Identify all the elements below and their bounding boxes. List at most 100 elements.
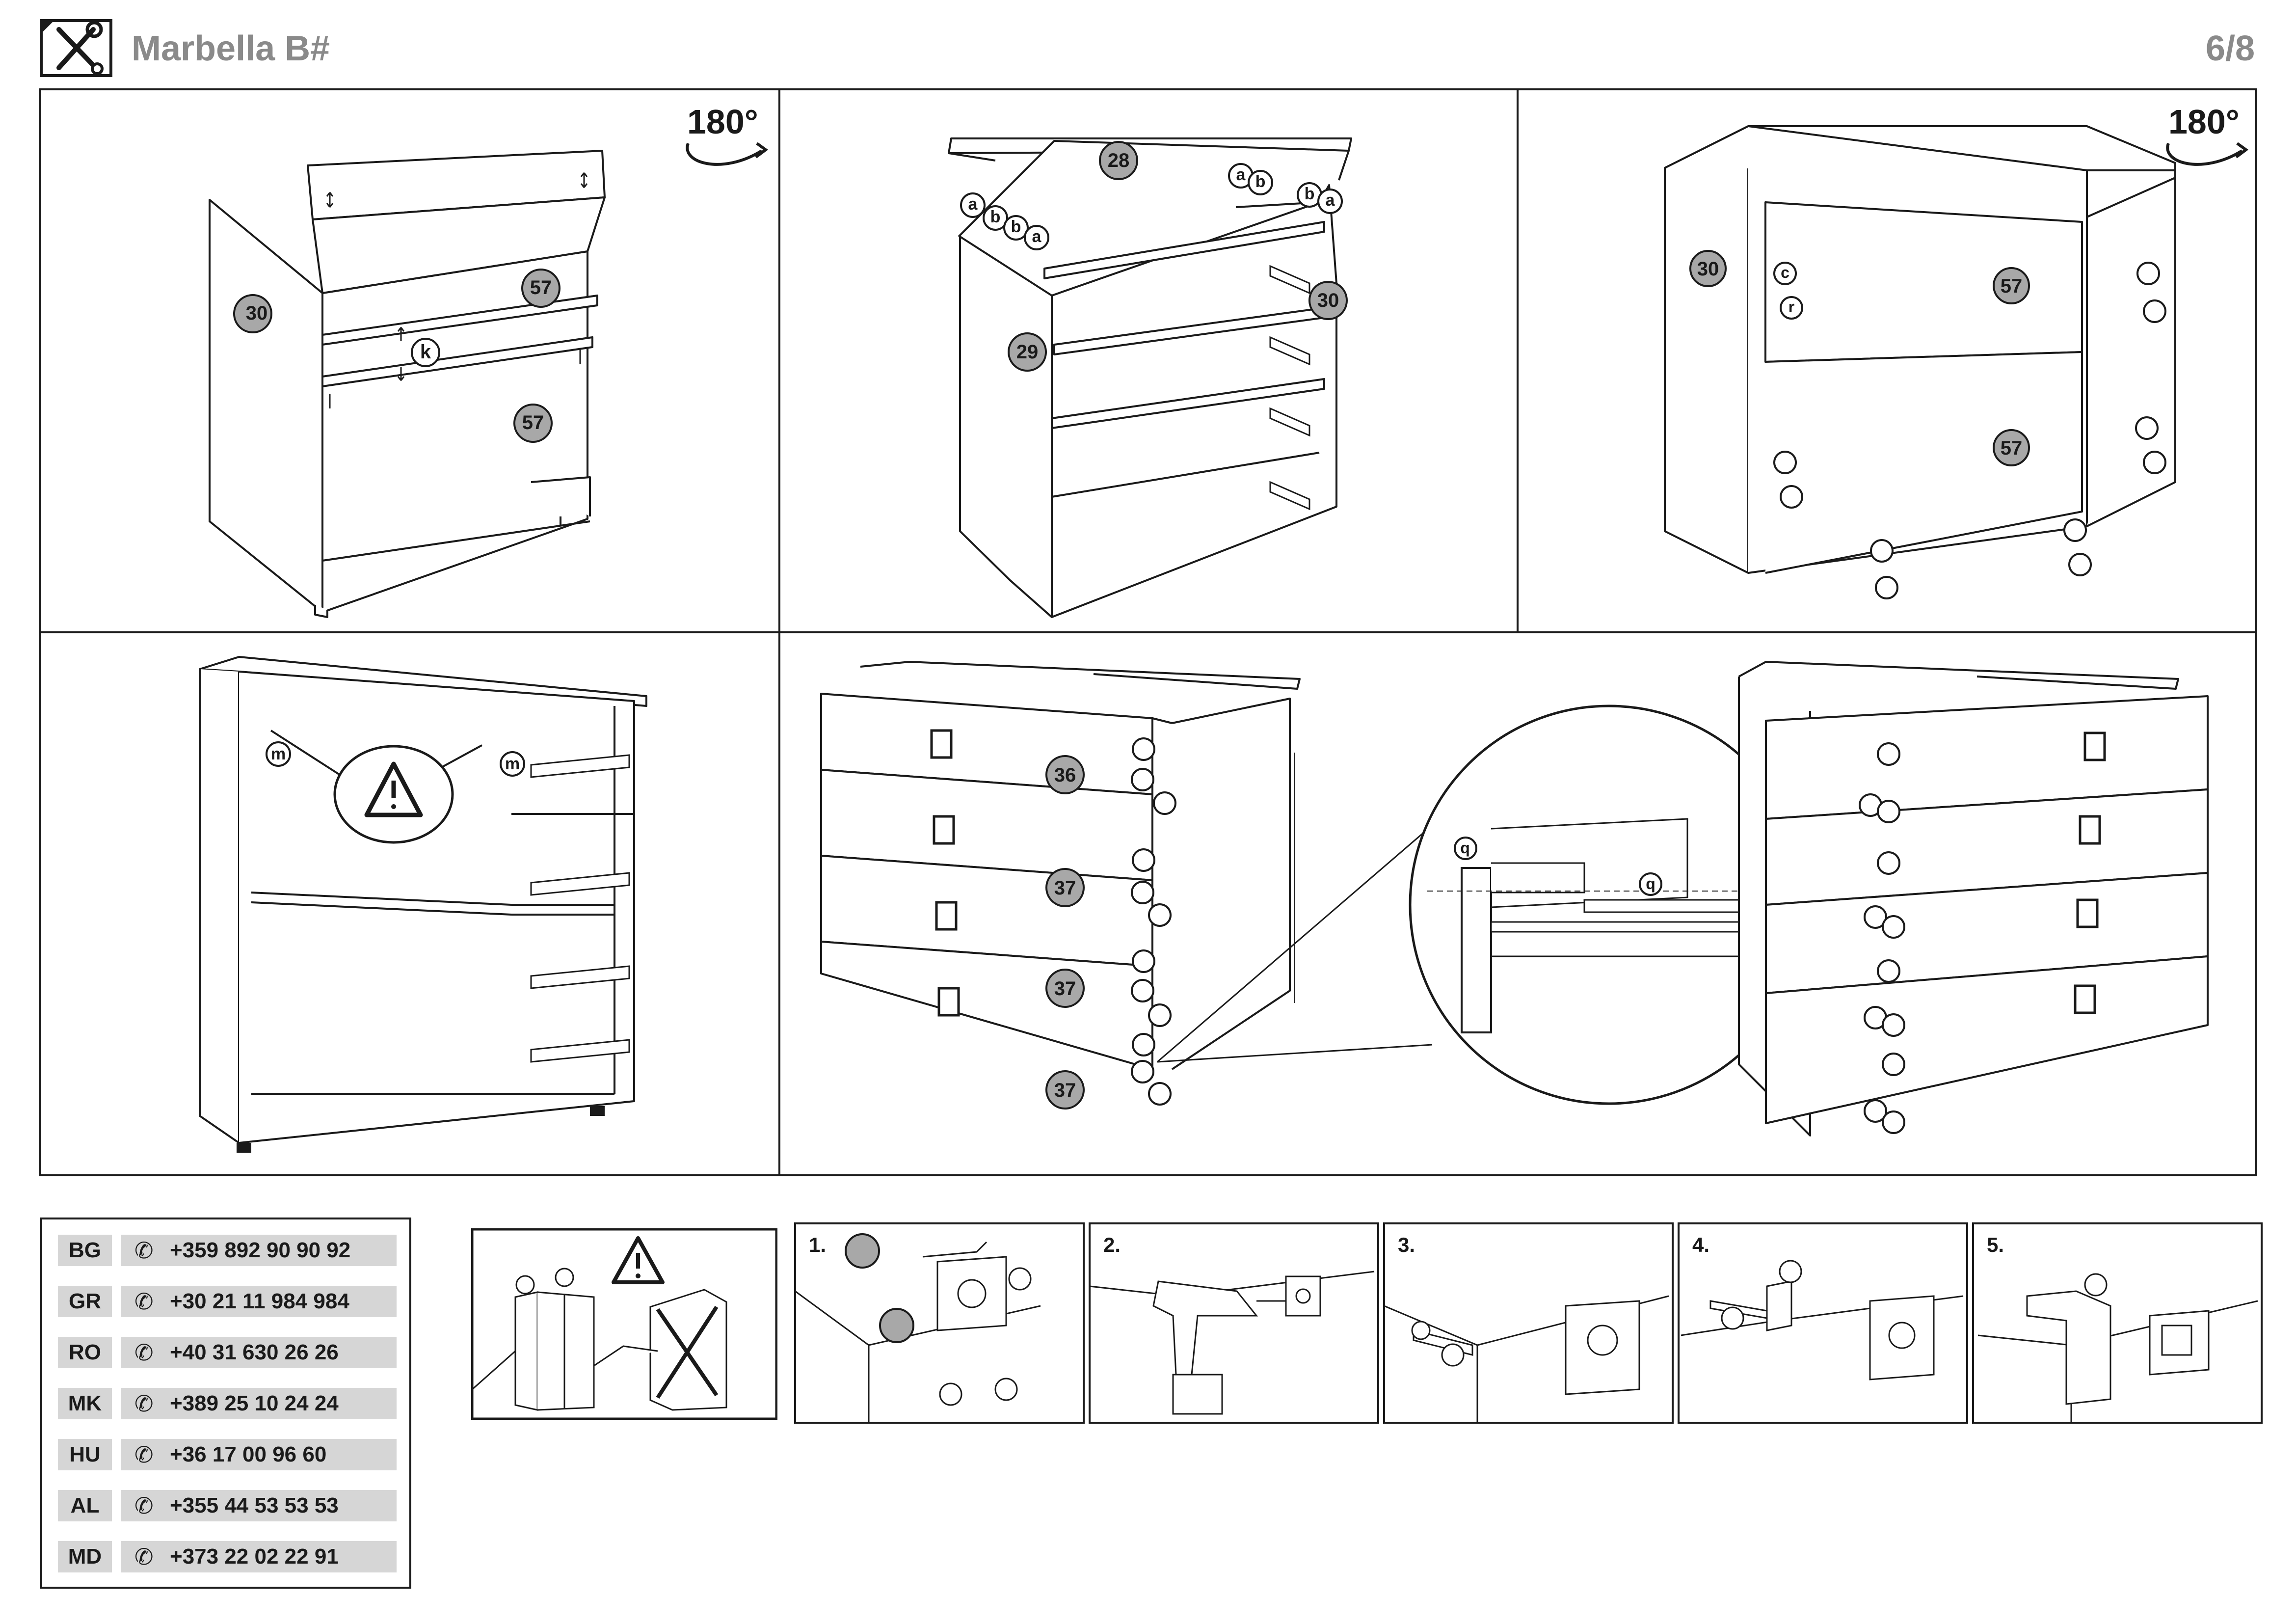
drawer-handle-icon (2074, 731, 2106, 1014)
page-number: 6/8 (2205, 29, 2255, 68)
contact-row: MD ✆ +373 22 02 22 91 (58, 1541, 397, 1572)
hardware-label-q: q (1646, 875, 1655, 893)
rotation-label: 180° (687, 103, 758, 141)
hardware-label-a: a (1325, 191, 1335, 210)
hardware-label-a: a (1032, 227, 1041, 246)
hardware-label-k: k (420, 341, 431, 363)
document-title: Marbella B# (132, 29, 330, 68)
warning-icon (612, 1236, 665, 1284)
rotation-label: 180° (2168, 103, 2240, 141)
hardware-label-r: r (1788, 298, 1795, 316)
phone-icon: ✆ (134, 1237, 154, 1264)
hardware-label-b: b (990, 208, 1001, 226)
hardware-callouts (266, 741, 525, 777)
part-callouts (1689, 250, 2030, 466)
hardware-label-q: q (1460, 839, 1470, 857)
phone-number: +30 21 11 984 984 (170, 1289, 349, 1313)
step-number: 2. (1103, 1233, 1121, 1256)
hardware-label-a: a (1236, 165, 1246, 184)
warning-bubble (270, 730, 482, 844)
part-label-57: 57 (2000, 275, 2023, 297)
phone-number: +389 25 10 24 24 (170, 1391, 339, 1415)
phone-number: +373 22 02 22 91 (170, 1544, 339, 1569)
step-callout-label: m (1786, 1263, 1801, 1280)
phone-number: +355 44 53 53 53 (170, 1493, 339, 1517)
phone-icon: ✆ (134, 1339, 154, 1366)
country-code: AL (58, 1490, 112, 1521)
panel-3-diagram (1664, 125, 2249, 599)
hardware-label-b: b (1255, 172, 1266, 191)
contact-row: GR ✆ +30 21 11 984 984 (58, 1286, 397, 1317)
contact-row: HU ✆ +36 17 00 96 60 (58, 1439, 397, 1470)
hardware-label-m: m (270, 745, 286, 763)
part-callouts (1008, 141, 1348, 372)
panel-1-diagram (209, 142, 769, 618)
part-label-30: 30 (1317, 290, 1339, 311)
phone-icon: ✆ (134, 1492, 154, 1519)
part-label-37: 37 (1054, 877, 1076, 899)
warning-box (471, 1228, 777, 1420)
part-label-36: 36 (1054, 764, 1076, 786)
rotate-180-icon (2166, 142, 2249, 166)
hardware-label-m: m (505, 755, 520, 773)
phone-field: ✆ +355 44 53 53 53 (121, 1490, 397, 1521)
contact-row: BG✆+359 892 90 90 92 (58, 1235, 397, 1266)
drawer-handle-icon (930, 729, 960, 1017)
part-label-37: 37 (1054, 1080, 1076, 1101)
hardware-callouts (960, 163, 1343, 250)
country-code: RO (58, 1337, 112, 1368)
contacts-table (40, 1218, 411, 1589)
step-callout-label: m (2091, 1276, 2106, 1294)
phone-number: +359 892 90 90 92 (170, 1238, 351, 1262)
step-callout-label: h (1452, 1346, 1462, 1364)
part-label-28: 28 (1107, 150, 1130, 171)
part-callouts (1045, 755, 1085, 1110)
phone-icon: ✆ (134, 1543, 154, 1570)
panel-2-diagram (948, 137, 1352, 618)
hardware-label-a: a (968, 195, 978, 214)
hardware-label-b: b (1304, 185, 1315, 203)
phone-field: ✆ +389 25 10 24 24 (121, 1388, 397, 1419)
phone-field: ✆ +30 21 11 984 984 (121, 1286, 397, 1317)
part-label-57: 57 (522, 412, 544, 433)
assembly-step-5: 5. (1972, 1222, 2263, 1424)
country-code: MD (58, 1541, 112, 1572)
phone-field: ✆ +373 22 02 22 91 (121, 1541, 397, 1572)
hardware-label-b: b (1011, 217, 1021, 236)
phone-icon: ✆ (134, 1288, 154, 1315)
contact-row: RO ✆+40 31 630 26 26 (58, 1337, 397, 1368)
phone-field: ✆+40 31 630 26 26 (121, 1337, 397, 1368)
phone-field: ✆ +359 892 90 90 92 (121, 1235, 397, 1266)
contact-row: AL ✆ +355 44 53 53 53 (58, 1490, 397, 1521)
step-number: 1. (809, 1233, 827, 1256)
assembly-step-1: 1. (794, 1222, 1085, 1424)
part-callouts (233, 269, 561, 443)
panel-4-diagram (199, 656, 647, 1153)
panel-5-diagram (820, 661, 2209, 1137)
step-callout-label: c (1006, 1380, 1015, 1398)
phone-icon: ✆ (134, 1441, 154, 1468)
hardware-label-c: c (1781, 264, 1789, 281)
step-number: 5. (1987, 1233, 2004, 1256)
country-code: MK (58, 1388, 112, 1419)
part-label-57: 57 (530, 277, 552, 298)
step-callout-label: c (950, 1385, 959, 1403)
assembly-step-3: 3. (1383, 1222, 1674, 1424)
phone-icon: ✆ (134, 1390, 154, 1417)
assembly-step-2: 2. (1089, 1222, 1379, 1424)
country-code: HU (58, 1439, 112, 1470)
hardware-callouts (1773, 262, 2166, 599)
part-label-29: 29 (1016, 341, 1039, 363)
step-number: 3. (1398, 1233, 1415, 1256)
country-code: GR (58, 1286, 112, 1317)
zoom-detail (1157, 704, 1810, 1105)
part-label-57: 57 (2000, 437, 2023, 459)
phone-number: +36 17 00 96 60 (170, 1442, 327, 1466)
phone-field: ✆ +36 17 00 96 60 (121, 1439, 397, 1470)
step-callout-label: 28 (853, 1241, 874, 1261)
step-callout-label: m (1015, 1270, 1030, 1288)
part-label-30: 30 (1697, 258, 1719, 280)
step-number: 4. (1692, 1233, 1710, 1256)
contact-row: MK ✆ +389 25 10 24 24 (58, 1388, 397, 1419)
